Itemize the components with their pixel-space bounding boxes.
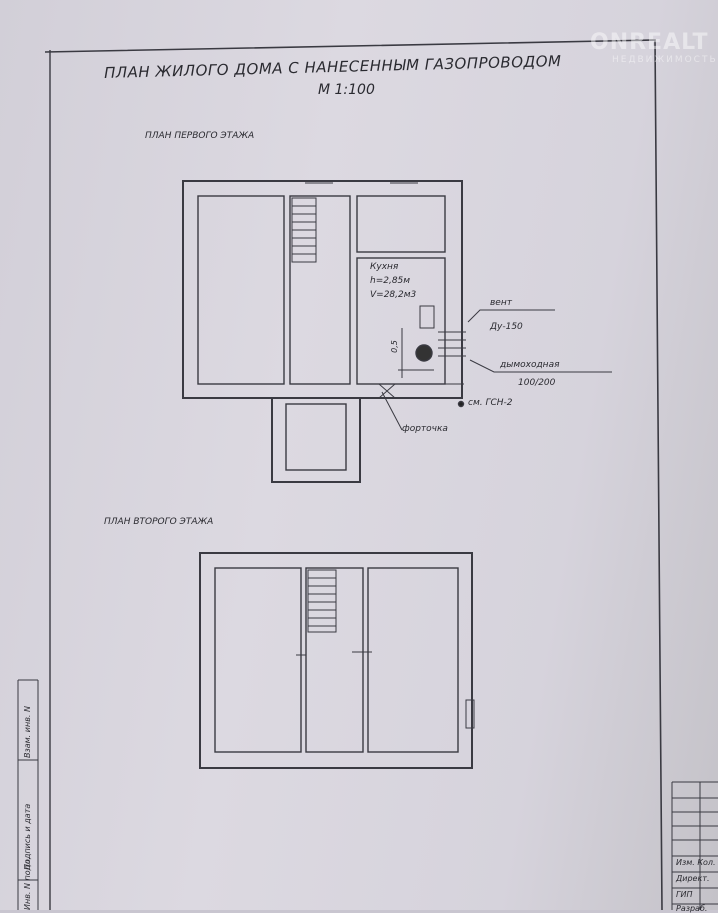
watermark-brand: ONREALT (590, 30, 709, 55)
first-floor-plan (182, 180, 612, 483)
dimension-label: 0,5 (389, 340, 399, 353)
chimney-size-label: 100/200 (518, 378, 556, 388)
title-block-row: ГИП (676, 890, 693, 899)
kitchen-volume: V=28,2м3 (370, 290, 417, 300)
watermark-sub: НЕДВИЖИМОСТЬ (612, 55, 718, 65)
sheet-frame (44, 39, 663, 910)
stairs-icon (291, 197, 317, 263)
floor2-heading: ПЛАН ВТОРОГО ЭТАЖА (104, 517, 214, 527)
stove-icon (419, 305, 435, 329)
scale-label: М 1:100 (318, 82, 375, 98)
title-block-row: Директ. (676, 874, 710, 883)
vent-size-label: Ду-150 (490, 322, 523, 332)
kitchen-height: h=2,85м (370, 276, 411, 286)
vent-label: вент (490, 298, 512, 308)
stamp-inventory: Инв. N подл. (23, 857, 32, 910)
stairs-icon (307, 569, 337, 633)
stamp-replacement: Взам. инв. N (23, 706, 32, 758)
title-block-row: Разраб. (676, 904, 708, 913)
meter-icon (465, 699, 475, 729)
second-floor-plan (199, 552, 475, 769)
boiler-icon (415, 344, 433, 362)
chimney-label: дымоходная (500, 360, 560, 370)
reference-label: см. ГСН-2 (468, 398, 513, 408)
floor1-heading: ПЛАН ПЕРВОГО ЭТАЖА (145, 131, 255, 141)
window-label: форточка (402, 424, 448, 434)
title-block-row: Изм. Кол. (676, 858, 716, 867)
kitchen-name: Кухня (370, 262, 399, 272)
